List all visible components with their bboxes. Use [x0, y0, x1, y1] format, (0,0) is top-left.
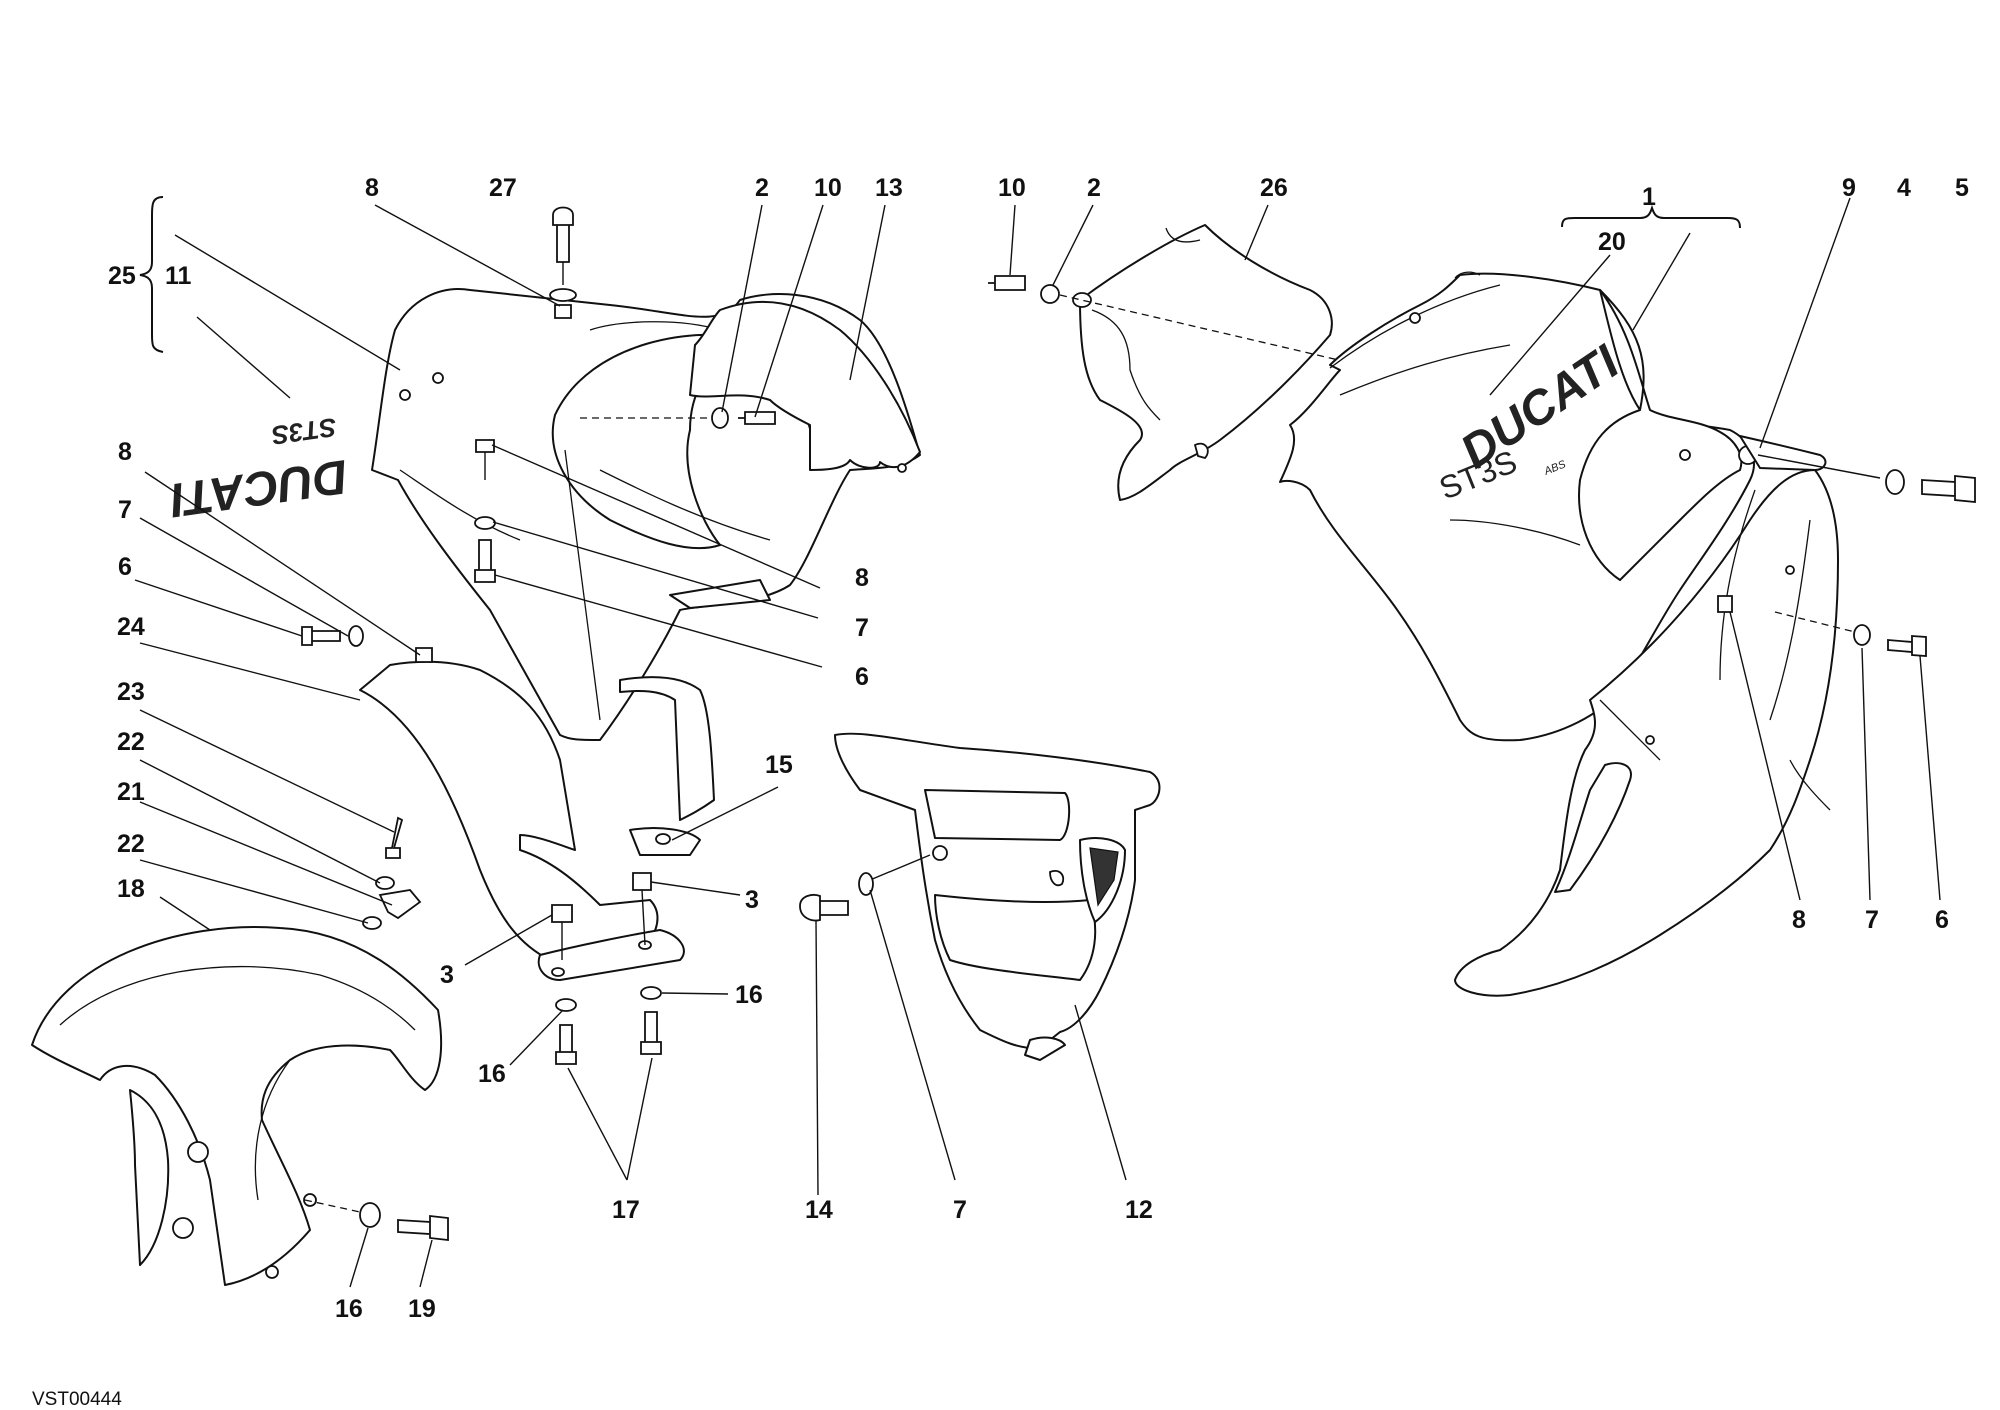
grommet-8-lower — [1717, 595, 1733, 613]
callout-4: 4 — [1897, 174, 1911, 202]
main-side-fairing — [1279, 271, 1827, 742]
callout-13: 13 — [875, 174, 903, 202]
callout-6-left: 6 — [118, 553, 132, 581]
callout-21: 21 — [117, 778, 145, 806]
washer-22-top — [375, 876, 395, 890]
screw-10-nose — [738, 411, 776, 425]
washer-7-side — [348, 625, 364, 647]
callout-27: 27 — [489, 174, 517, 202]
leader-lines — [134, 196, 1941, 1288]
callout-17: 17 — [612, 1196, 640, 1224]
screw-6-side — [301, 626, 341, 646]
screw-5 — [1921, 475, 1976, 503]
callout-8-left: 8 — [118, 438, 132, 466]
washer-7-lower — [1853, 624, 1871, 646]
callout-2-top: 2 — [755, 174, 769, 202]
fairing-inner-opening — [551, 333, 753, 550]
screw-6-lower — [1887, 635, 1927, 657]
decal-model-mirrored: ST3S — [269, 412, 338, 451]
callout-18: 18 — [117, 875, 145, 903]
decal-set-left: DUCATI ST3S — [166, 412, 351, 527]
screw-27 — [552, 206, 574, 263]
callout-7-right: 7 — [1865, 906, 1879, 934]
callout-19: 19 — [408, 1295, 436, 1323]
screw-10-inner — [988, 275, 1026, 291]
grommet-3-right — [632, 872, 652, 891]
callout-14: 14 — [805, 1196, 833, 1224]
callout-8-top: 8 — [365, 174, 379, 202]
grommet-8-side — [415, 647, 433, 663]
callout-9: 9 — [1842, 174, 1856, 202]
front-mudguard — [31, 926, 443, 1286]
bracket-brace-25 — [139, 196, 164, 353]
washer-22-bottom — [362, 916, 382, 930]
callout-25: 25 — [108, 262, 136, 290]
callout-11: 11 — [165, 262, 192, 290]
callout-26: 26 — [1260, 174, 1288, 202]
callout-8-center: 8 — [855, 564, 869, 592]
callout-16-left: 16 — [478, 1060, 506, 1088]
clip-21 — [378, 889, 422, 920]
grommet-8-inner — [475, 439, 495, 453]
left-hardware — [301, 206, 776, 1242]
lower-fairing — [1454, 454, 1976, 997]
callout-24: 24 — [117, 613, 145, 641]
grommet-8-top — [554, 304, 572, 319]
screw-17-left — [555, 1024, 577, 1065]
callout-23: 23 — [117, 678, 145, 706]
callout-7-panel: 7 — [953, 1196, 967, 1224]
callout-16-right: 16 — [735, 981, 763, 1009]
callout-1: 1 — [1642, 183, 1656, 211]
callout-7-center: 7 — [855, 614, 869, 642]
callout-labels: 25 11 8 27 2 10 13 10 2 26 1 20 9 4 5 8 … — [108, 174, 1969, 1323]
callout-10-top: 10 — [814, 174, 842, 202]
washer-4 — [1885, 469, 1905, 495]
inner-fairing-panel — [988, 224, 1511, 501]
drawing-code: VST00444 — [32, 1389, 122, 1410]
front-fairing-assembly — [371, 288, 921, 741]
callout-15: 15 — [765, 751, 793, 779]
washer-16-left — [555, 998, 577, 1012]
washer-27 — [549, 288, 577, 302]
washer-16-mudguard — [359, 1202, 381, 1228]
washer-2-nose — [711, 407, 729, 429]
lower-side-panel — [799, 732, 1161, 1061]
callout-8-right: 8 — [1792, 906, 1806, 934]
screw-19-mudguard — [397, 1214, 449, 1242]
screw-6-inner — [474, 539, 496, 583]
fairing-bracket — [359, 660, 715, 981]
grommet-3-left — [551, 904, 573, 923]
callout-6-right: 6 — [1935, 906, 1949, 934]
callout-7-left: 7 — [118, 496, 132, 524]
fairing-side-extension — [689, 300, 921, 471]
washer-16-right — [640, 986, 662, 1000]
washer-7-inner — [474, 516, 496, 530]
washer-2-inner — [1040, 284, 1060, 304]
callout-6-center: 6 — [855, 663, 869, 691]
callout-20: 20 — [1598, 228, 1626, 256]
callout-12: 12 — [1125, 1196, 1153, 1224]
screw-14-panel — [799, 893, 849, 922]
callout-3-right: 3 — [745, 886, 759, 914]
callout-16-mudguard: 16 — [335, 1295, 363, 1323]
callout-22-bottom: 22 — [117, 830, 145, 858]
callout-3-left: 3 — [440, 961, 454, 989]
callout-2-mid: 2 — [1087, 174, 1101, 202]
callout-22-top: 22 — [117, 728, 145, 756]
callout-10-mid: 10 — [998, 174, 1026, 202]
screw-17-right — [640, 1011, 662, 1055]
bracket-brace-1 — [1561, 204, 1741, 229]
rivet-23 — [385, 816, 404, 859]
washer-7-panel — [858, 872, 874, 896]
decal-brand-mirrored: DUCATI — [166, 449, 351, 526]
callout-5: 5 — [1955, 174, 1969, 202]
